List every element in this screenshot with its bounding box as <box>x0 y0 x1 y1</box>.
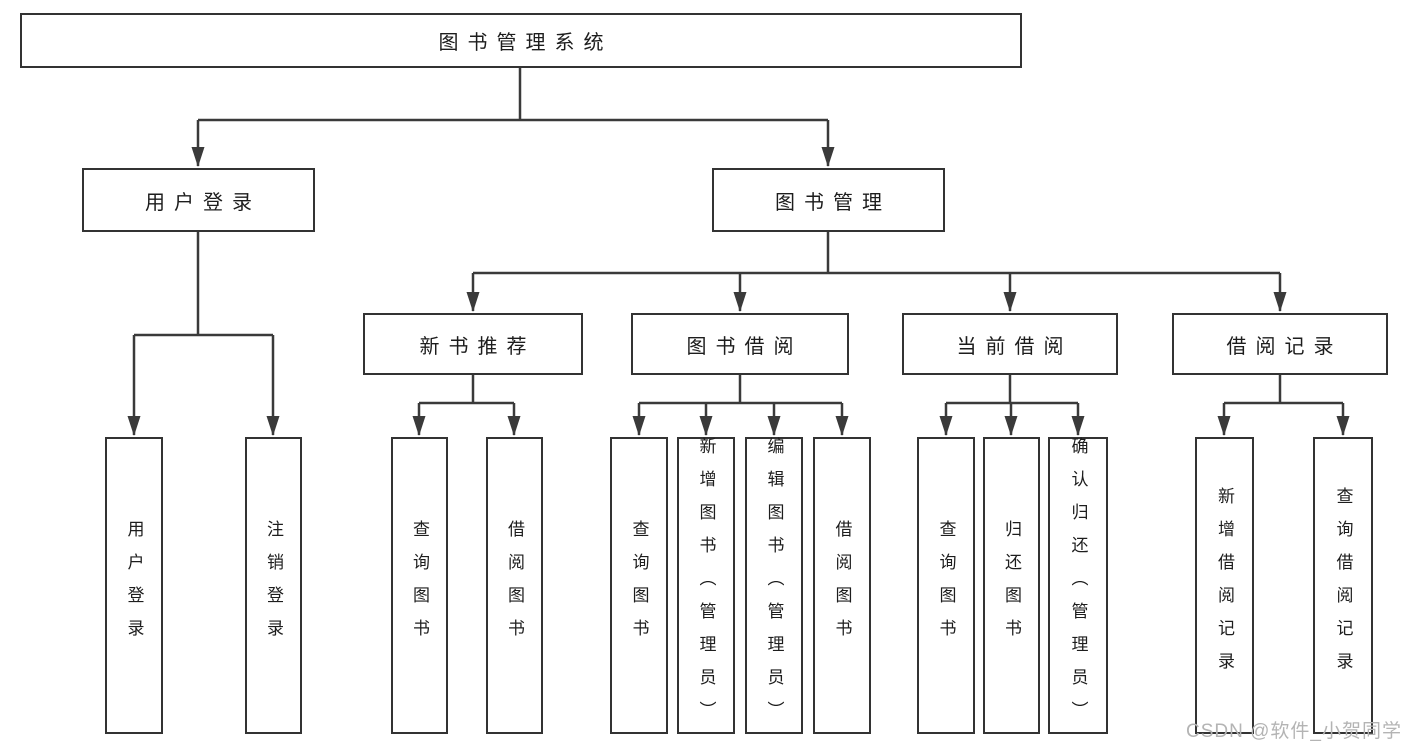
node-label: 借阅图书 <box>832 519 852 652</box>
node-label: 用户登录 <box>145 191 261 214</box>
node-new-book-recommend: 新书推荐 <box>363 313 583 375</box>
node-current-query-books: 查询图书 <box>917 437 975 734</box>
node-label: 查询图书 <box>936 519 956 652</box>
node-label: 注销登录 <box>264 519 283 652</box>
node-records-add-borrow-record: 新增借阅记录 <box>1195 437 1254 734</box>
node-records-query-borrow-record: 查询借阅记录 <box>1313 437 1373 734</box>
node-user-login: 用户登录 <box>82 168 315 232</box>
node-book-management: 图书管理 <box>712 168 945 232</box>
node-label: 图书管理 <box>775 191 891 214</box>
node-label: 新增图书（管理员） <box>696 437 716 734</box>
node-current-confirm-return-admin: 确认归还（管理员） <box>1048 437 1108 734</box>
node-newbook-borrow-books: 借阅图书 <box>486 437 543 734</box>
node-label: 图书借阅 <box>686 335 803 358</box>
node-newbook-query-books: 查询图书 <box>391 437 448 734</box>
node-logout: 注销登录 <box>245 437 302 734</box>
node-label: 用户登录 <box>124 519 144 652</box>
node-root-library-system: 图书管理系统 <box>20 13 1022 68</box>
csdn-watermark: CSDN @软件_小贺同学 <box>1186 721 1402 742</box>
node-book-borrow: 图书借阅 <box>631 313 849 375</box>
node-label: 查询图书 <box>629 519 649 652</box>
node-label: 借阅图书 <box>505 519 524 652</box>
node-label: 编辑图书（管理员） <box>764 437 784 734</box>
node-label: 新增借阅记录 <box>1215 486 1234 685</box>
node-borrow-borrow-books: 借阅图书 <box>813 437 871 734</box>
node-label: 查询图书 <box>410 519 429 652</box>
node-label: 归还图书 <box>1002 519 1021 652</box>
node-label: 确认归还（管理员） <box>1068 437 1088 734</box>
node-borrow-add-books-admin: 新增图书（管理员） <box>677 437 735 734</box>
node-current-return-books: 归还图书 <box>983 437 1040 734</box>
node-label: 查询借阅记录 <box>1333 486 1353 685</box>
node-label: 借阅记录 <box>1226 335 1343 358</box>
node-label: 新书推荐 <box>419 335 536 358</box>
node-label: 当前借阅 <box>956 335 1073 358</box>
node-borrow-edit-books-admin: 编辑图书（管理员） <box>745 437 803 734</box>
node-login: 用户登录 <box>105 437 163 734</box>
node-borrow-records: 借阅记录 <box>1172 313 1388 375</box>
node-borrow-query-books: 查询图书 <box>610 437 668 734</box>
node-label: 图书管理系统 <box>438 32 613 54</box>
node-current-borrow: 当前借阅 <box>902 313 1118 375</box>
